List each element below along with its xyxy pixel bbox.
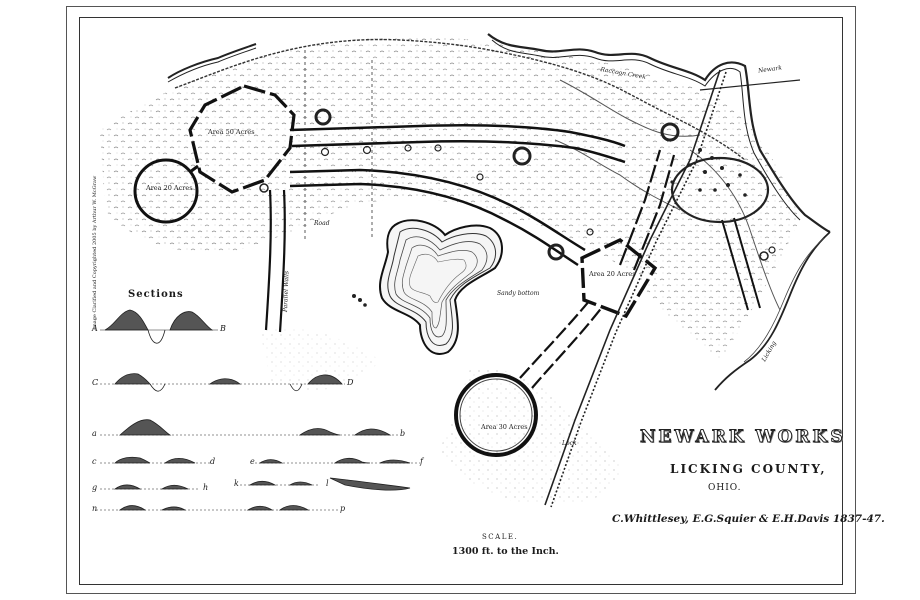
section-start-label: k [234,479,239,488]
survey-lines [304,50,373,240]
road-to-newark [699,79,801,91]
scale-value: 1300 ft. to the Inch. [452,546,559,557]
section-end-label: B [220,324,226,333]
inner-frame [79,17,843,585]
road-label: Road [314,220,330,227]
great-circle-earthwork [454,373,538,457]
observatory-circle [133,158,199,224]
pond-contours [378,219,503,355]
circle-area-label: Area 20 Acres [146,184,193,192]
section-end-label: b [400,429,406,438]
section-start-label: c [92,457,97,466]
northeast-enclosure [670,156,770,224]
section-end-label: f [420,457,423,466]
bluff-line [174,38,746,161]
section-end-label: p [340,504,346,513]
section-start-label: n [92,504,98,513]
section-start-label: A [92,324,98,333]
outer-frame [66,6,856,594]
sandy-bottom-label: Sandy bottom [497,290,540,297]
section-start-label: a [92,429,97,438]
railway-line [544,69,727,508]
map-county: LICKING COUNTY, [670,462,827,476]
great-circle-area-label: Area 30 Acres [481,423,528,431]
section-start-label: C [92,378,99,387]
octagon-area-label: Area 50 Acres [208,128,255,136]
map-authors: C.Whittlesey, E.G.Squier & E.H.Davis 183… [612,513,885,525]
square-area-label: Area 20 Acres [589,270,636,278]
map-state: OHIO. [708,483,742,493]
section-end-label: D [347,378,354,387]
mound-dots [352,148,747,307]
mounds [259,108,776,261]
map-title: NEWARK WORKS [640,427,846,448]
parallel-walls-to-square [289,168,586,267]
sections-heading: Sections [128,289,184,300]
section-end-label: l [326,479,329,488]
section-end-label: h [203,483,209,492]
parallel-walls-label: Parallel Walls [282,270,291,313]
section-start-label: g [92,483,98,492]
creek-top-left [167,43,257,79]
section-profiles [96,309,420,511]
river-raccoon [487,33,831,234]
parallel-walls-to-circle [519,299,604,389]
copyright-note: Image Clarified and Copyrighted 2005 by … [92,175,98,330]
parallel-walls-south [264,189,286,333]
square-earthwork [580,238,658,319]
river-licking [714,231,831,391]
octagon-earthwork [188,84,296,194]
walls-right [721,217,761,311]
scale-heading: SCALE. [482,533,519,541]
parallel-walls-northeast [618,149,676,271]
section-start-label: e [250,457,255,466]
parallel-walls-east [289,124,626,164]
lock-label: Lock [562,440,577,447]
section-end-label: d [210,457,216,466]
